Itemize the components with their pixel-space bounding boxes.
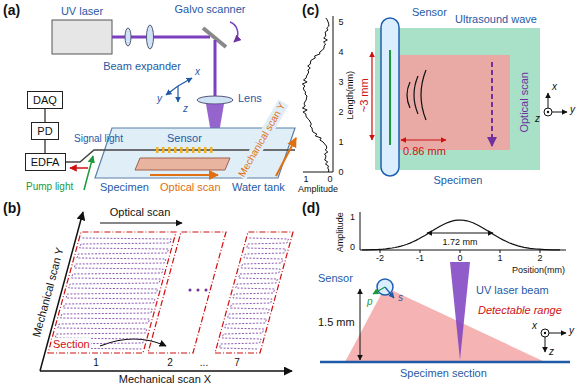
figure-label: 7 — [234, 357, 240, 369]
figure-label: Length(mm) — [345, 71, 355, 120]
figure-label: y — [157, 93, 162, 105]
figure-label: 1.5 mm — [318, 316, 355, 329]
detectable-range — [345, 287, 545, 362]
figure-label: Sensor — [166, 132, 203, 145]
figure-label: 0 — [338, 167, 343, 177]
uv-laser — [52, 20, 112, 54]
figure-label: UV laser beam — [476, 284, 549, 297]
figure-label: 1.72 mm — [442, 237, 477, 247]
panel-letter: (d) — [302, 200, 320, 216]
figure-label: Sensor — [318, 272, 353, 285]
figure-label: 3 — [338, 77, 343, 87]
figure-label: Galvo scanner — [175, 3, 246, 16]
figure-label: 4 — [338, 47, 343, 57]
figure-label: z — [183, 103, 188, 115]
figure-label: z — [549, 346, 554, 358]
box-text: PD — [37, 125, 52, 138]
figure-label: 1 — [93, 357, 99, 369]
figure-label: Lens — [238, 92, 262, 105]
figure-label: 5 — [338, 17, 343, 27]
figure-label: UV laser — [61, 5, 103, 18]
figure-label: Position(mm) — [512, 265, 565, 275]
figure-label: 2 — [167, 357, 173, 369]
panel-letter: (c) — [302, 2, 319, 18]
figure-label: y — [569, 325, 574, 337]
panel-letter: (a) — [3, 2, 20, 18]
figure-label: z — [535, 113, 540, 125]
figure-label: 1 — [338, 137, 343, 147]
figure-label: Beam expander — [103, 60, 181, 73]
figure-label: Mechanical scan X — [119, 373, 211, 386]
figure-label: 0 — [457, 253, 462, 263]
figure-label: 1 — [350, 212, 355, 222]
figure-label: -1 — [416, 253, 424, 263]
figure-label: y — [570, 104, 575, 116]
figure-label: Ultrasound wave — [455, 13, 537, 26]
figure-label: p — [367, 296, 373, 308]
figure-label: Specimen section — [400, 367, 487, 380]
figure-label: 1 — [497, 253, 502, 263]
figure-label: x — [195, 66, 200, 78]
uv-beam — [450, 262, 470, 360]
figure-label: Optical scan — [518, 72, 531, 133]
figure-label: Specimen — [100, 181, 149, 194]
figure-label: -2 — [376, 253, 384, 263]
figure-label: Detectable range — [478, 304, 562, 317]
instrument-box: DAQ — [27, 91, 63, 109]
figure-label: 0.86 mm — [403, 145, 446, 158]
figure-label: Signal light — [74, 133, 123, 145]
figure-label: 2 — [338, 107, 343, 117]
scan-area — [393, 55, 510, 150]
figure-label: Amplitude — [298, 184, 338, 194]
figure-label: Optical scan — [110, 206, 171, 219]
figure-label: 2 — [537, 253, 542, 263]
figure-label: Specimen — [434, 174, 483, 187]
figure-label: ~3 mm — [358, 78, 371, 112]
figure-label: x — [552, 81, 557, 93]
figure-label: ... — [200, 357, 208, 369]
figure-label: x — [532, 320, 537, 332]
figure-label: Optical scan — [160, 181, 221, 194]
sensor — [381, 18, 399, 176]
figure-label: Pump light — [26, 181, 73, 193]
specimen — [135, 158, 230, 170]
figure-label: Water tank — [232, 181, 285, 194]
figure-label: s — [398, 292, 403, 304]
box-text: EDFA — [31, 156, 60, 169]
figure-label: 0 — [350, 242, 355, 252]
signal-wire — [44, 109, 45, 122]
instrument-box: PD — [31, 122, 59, 140]
box-text: DAQ — [33, 94, 57, 107]
figure-label: 1 — [303, 174, 308, 184]
instrument-box: EDFA — [25, 153, 66, 171]
figure-label: 0 — [327, 174, 332, 184]
figure-label: Sensor — [412, 6, 447, 19]
panel-letter: (b) — [3, 200, 21, 216]
figure-label: Section — [52, 338, 91, 351]
figure-label: Amplitude — [335, 212, 345, 252]
signal-wire — [44, 140, 45, 153]
